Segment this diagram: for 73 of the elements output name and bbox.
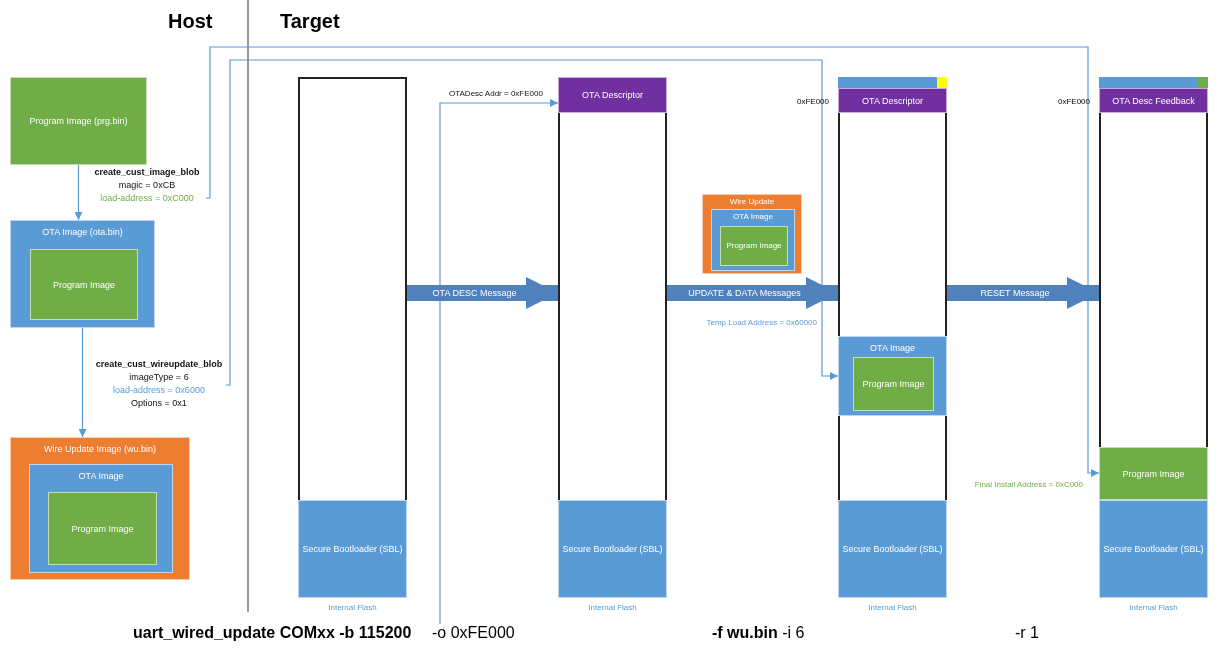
command-text: -o 0xFE000 xyxy=(432,624,520,646)
block-title: Program Image xyxy=(861,378,926,390)
command-text: -f wu.bin -i 6 xyxy=(712,624,805,642)
image-block xyxy=(29,464,173,573)
block-arrow xyxy=(947,277,1099,309)
image-block xyxy=(10,220,155,328)
connector-arrow xyxy=(225,59,839,386)
edge-label: OTADesc Addr = 0xFE000 xyxy=(448,89,544,99)
caption-text: Internal Flash xyxy=(1128,603,1179,612)
block-title: OTA Image xyxy=(732,212,774,222)
block-title: Program Image xyxy=(52,279,116,290)
block-title: Program Image xyxy=(1121,468,1186,479)
image-block xyxy=(10,437,190,580)
edge-label: Temp Load Address = 0x60000 xyxy=(705,318,818,328)
block-title: Secure Bootloader (SBL) xyxy=(561,543,664,555)
message-label: RESET Message xyxy=(980,287,1050,299)
image-block xyxy=(838,336,947,416)
memory-block xyxy=(720,226,788,266)
memory-block xyxy=(838,88,947,113)
block-title: OTA Image (ota.bin) xyxy=(41,227,124,238)
memory-block xyxy=(853,357,934,411)
parameter-text: load-address = 0xC000 xyxy=(100,192,194,205)
memory-block xyxy=(1099,500,1208,598)
header-bar xyxy=(1099,77,1208,88)
block-title: Program Image (prg.bin) xyxy=(28,115,129,127)
connector-arrow xyxy=(78,327,87,438)
block-title: Secure Bootloader (SBL) xyxy=(301,543,404,555)
section-heading: Host xyxy=(168,10,213,33)
parameter-text: imageType = 6 xyxy=(129,371,189,384)
memory-block xyxy=(1099,447,1208,500)
block-title: Wire Update Image (wu.bin) xyxy=(42,444,157,455)
header-bar xyxy=(838,77,947,88)
image-block xyxy=(711,209,795,271)
address-text: 0xFE000 xyxy=(1058,97,1091,106)
function-name: create_cust_image_blob xyxy=(94,166,200,179)
caption-text: Internal Flash xyxy=(327,603,378,612)
parameter-text: magic = 0xCB xyxy=(118,179,176,192)
block-title: Program Image xyxy=(725,241,783,251)
memory-block xyxy=(30,249,138,320)
block-title: OTA Image xyxy=(77,471,125,482)
block-title: Secure Bootloader (SBL) xyxy=(841,543,944,555)
block-title: Program Image xyxy=(70,523,135,534)
block-title: OTA Descriptor xyxy=(861,95,924,106)
block-arrow xyxy=(667,277,838,309)
block-title: OTA Image xyxy=(869,343,916,354)
memory-block xyxy=(558,500,667,598)
command-text: -r 1 xyxy=(1015,624,1039,642)
command-text: uart_wired_update COMxx -b 115200 xyxy=(133,624,412,642)
section-heading: Target xyxy=(280,10,340,33)
caption-text: Internal Flash xyxy=(867,603,918,612)
function-name: create_cust_wireupdate_blob xyxy=(95,358,223,371)
message-label: UPDATE & DATA Messages xyxy=(688,287,801,299)
message-label: OTA DESC Message xyxy=(432,287,517,299)
memory-block xyxy=(298,500,407,598)
address-text: 0xFE000 xyxy=(797,97,830,106)
connector-arrow xyxy=(205,46,1100,477)
block-title: OTA Desc Feedback xyxy=(1111,95,1196,106)
connector-arrow xyxy=(74,164,83,221)
memory-block xyxy=(10,77,147,165)
block-arrow xyxy=(407,277,558,309)
memory-block xyxy=(838,500,947,598)
connector-arrow xyxy=(439,99,559,625)
block-title: OTA Descriptor xyxy=(581,89,644,101)
caption-text: Internal Flash xyxy=(587,603,638,612)
image-block xyxy=(702,194,802,274)
memory-block xyxy=(48,492,157,565)
memory-block xyxy=(1099,88,1208,113)
edge-label: Final Install Address = 0xC000 xyxy=(973,480,1084,490)
block-title: Wire Update xyxy=(728,197,776,207)
parameter-text: load-address = 0x6000 xyxy=(113,384,205,397)
parameter-text: Options = 0x1 xyxy=(131,397,187,410)
block-title: Secure Bootloader (SBL) xyxy=(1102,543,1205,555)
memory-block xyxy=(558,77,667,113)
